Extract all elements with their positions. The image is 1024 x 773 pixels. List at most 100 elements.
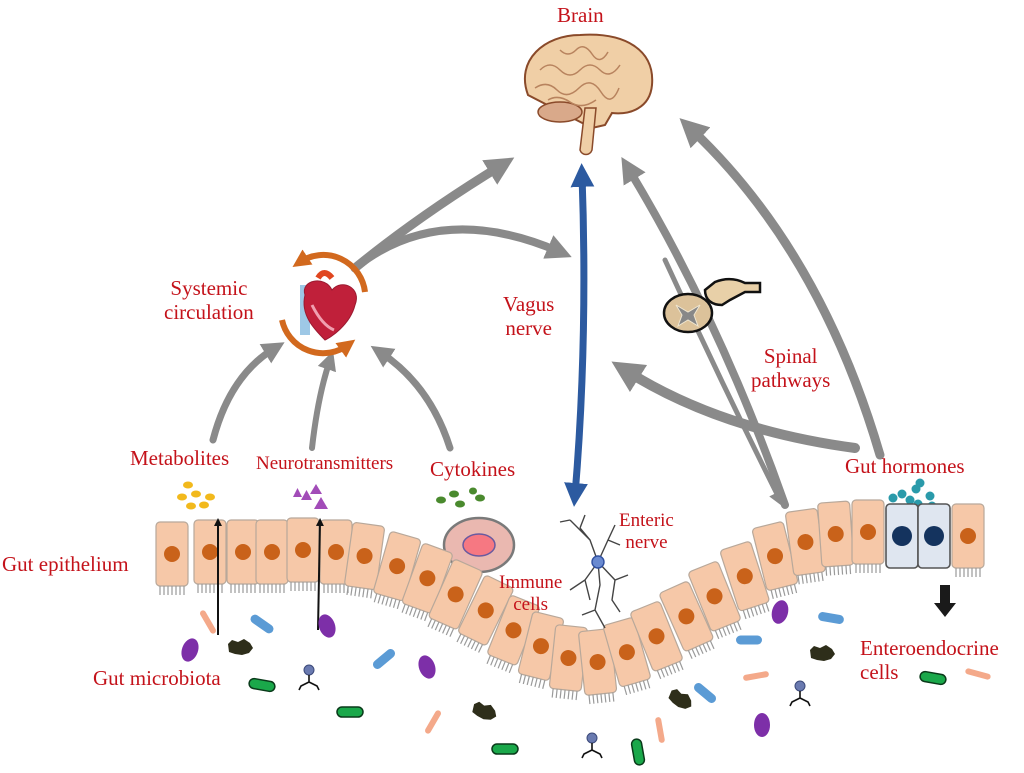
cell-nucleus: [678, 608, 695, 625]
epithelial-cell: [851, 499, 885, 573]
bacteria-icon: [472, 701, 497, 720]
epithelial-cell: [401, 543, 453, 622]
neurotransmitter-transport-arrow: [315, 518, 324, 631]
cell-nucleus: [328, 544, 344, 560]
cell-nucleus: [356, 548, 373, 565]
bacteria-icon: [425, 710, 441, 734]
cell-nucleus: [892, 526, 912, 546]
pathway-arrows: [209, 118, 885, 509]
enteroendocrine-cells-label-line2: cells: [860, 660, 899, 684]
gut-epithelium: [155, 499, 985, 705]
enteroendocrine-cell: [885, 503, 919, 569]
cell-nucleus: [924, 526, 944, 546]
bacteria-icon: [630, 738, 646, 766]
metabolites-to-circulation-arrow: [209, 342, 285, 444]
epithelial-cell: [286, 517, 320, 591]
cell-nucleus: [389, 558, 406, 575]
cell-nucleus: [736, 568, 753, 585]
bacteria-icon: [743, 671, 769, 681]
epithelial-cell: [659, 581, 715, 659]
epithelial-cell: [688, 561, 742, 640]
cell-nucleus: [648, 628, 665, 645]
bacteria-icon: [248, 677, 276, 693]
spinal-up-arrow: [621, 157, 789, 509]
bacteria-icon: [771, 600, 789, 624]
neurotransmitters-to-circulation-arrow: [309, 350, 336, 451]
epithelial-cell: [226, 519, 260, 593]
enteroendocrine-cell: [917, 503, 951, 569]
neurotransmitters-label: Neurotransmitters: [256, 453, 394, 474]
epithelial-cell: [456, 575, 514, 653]
bacteria-icon: [736, 635, 762, 645]
bacteria-icon: [372, 649, 396, 669]
immune-cells-label-line2: cells: [513, 594, 549, 615]
systemic-circulation-label-line2: circulation: [164, 300, 254, 324]
metabolite-dots: [177, 481, 215, 510]
spinal-down-arrow: [662, 257, 784, 508]
cell-nucleus: [264, 544, 280, 560]
bacteria-icon: [250, 614, 274, 634]
immune-cell-icon: [442, 516, 516, 574]
epithelial-cell: [817, 500, 855, 576]
gut-hormones-to-brain-arrow: [679, 118, 885, 460]
bacteriophage-icon: [298, 664, 320, 691]
cell-nucleus: [618, 644, 635, 661]
epithelial-cell: [785, 508, 826, 585]
cell-nucleus: [164, 546, 180, 562]
bacteria-icon: [919, 670, 947, 686]
vagus-nerve-label-line1: Vagus: [503, 292, 555, 316]
metabolites-label: Metabolites: [130, 446, 230, 470]
cell-nucleus: [767, 548, 784, 565]
bacteria-icon: [491, 743, 519, 755]
cytokine-dots: [436, 487, 485, 508]
cell-nucleus: [560, 650, 577, 667]
epithelial-cell: [193, 519, 227, 593]
bacteria-icon: [336, 706, 364, 718]
systemic-circulation-label: Systemic circulation: [164, 276, 254, 324]
brain-icon: [523, 33, 654, 156]
enteric-nerve-label-line1: Enteric: [619, 510, 674, 531]
cell-nucleus: [477, 602, 494, 619]
bacteria-icon: [818, 612, 844, 624]
brain-label: Brain: [557, 3, 604, 27]
gut-epithelium-label: Gut epithelium: [2, 552, 129, 576]
gut-microbiota: [181, 600, 991, 766]
systemic-circulation-label-line1: Systemic: [170, 276, 248, 300]
cell-nucleus: [532, 638, 549, 655]
epithelial-cell: [344, 522, 385, 599]
epithelial-cell: [720, 541, 770, 620]
neurotransmitter-triangles: [293, 484, 328, 509]
bacteria-icon: [965, 668, 991, 680]
spinal-pathways-label: Spinal pathways: [751, 344, 830, 392]
bacteria-icon: [810, 645, 835, 661]
bacteria-icon: [181, 638, 199, 662]
epithelial-cell: [752, 521, 799, 599]
enteroendocrine-secretion-arrow: [934, 585, 956, 617]
epithelial-cell: [255, 519, 289, 593]
spinal-pathways-label-line1: Spinal: [763, 344, 818, 368]
cell-nucleus: [589, 654, 606, 671]
spinal-pathways-label-line2: pathways: [751, 368, 831, 392]
cell-nucleus: [419, 570, 436, 587]
epithelial-cell: [548, 624, 588, 701]
enteric-nerve-label: Enteric nerve: [619, 510, 674, 554]
gut-hormones-to-vagus-arrow: [611, 361, 860, 453]
cytokines-to-circulation-arrow: [370, 345, 454, 452]
cell-nucleus: [505, 622, 522, 639]
bacteria-icon: [668, 689, 692, 709]
bacteriophage-icon: [789, 680, 811, 707]
epithelial-cell: [630, 601, 684, 680]
cell-nucleus: [202, 544, 218, 560]
cell-nucleus: [960, 528, 976, 544]
vagus-nerve-arrow: [564, 163, 595, 507]
cell-nucleus: [295, 542, 311, 558]
bacteria-icon: [754, 713, 770, 737]
epithelial-cell: [155, 521, 189, 595]
vagus-nerve-label: Vagus nerve: [503, 292, 554, 340]
cell-nucleus: [860, 524, 876, 540]
gut-hormones-label: Gut hormones: [845, 454, 965, 478]
enteric-nerve-label-line2: nerve: [625, 532, 668, 553]
cytokines-label: Cytokines: [430, 457, 516, 481]
heart-icon: [279, 249, 368, 358]
gut-microbiota-label: Gut microbiota: [93, 666, 221, 690]
